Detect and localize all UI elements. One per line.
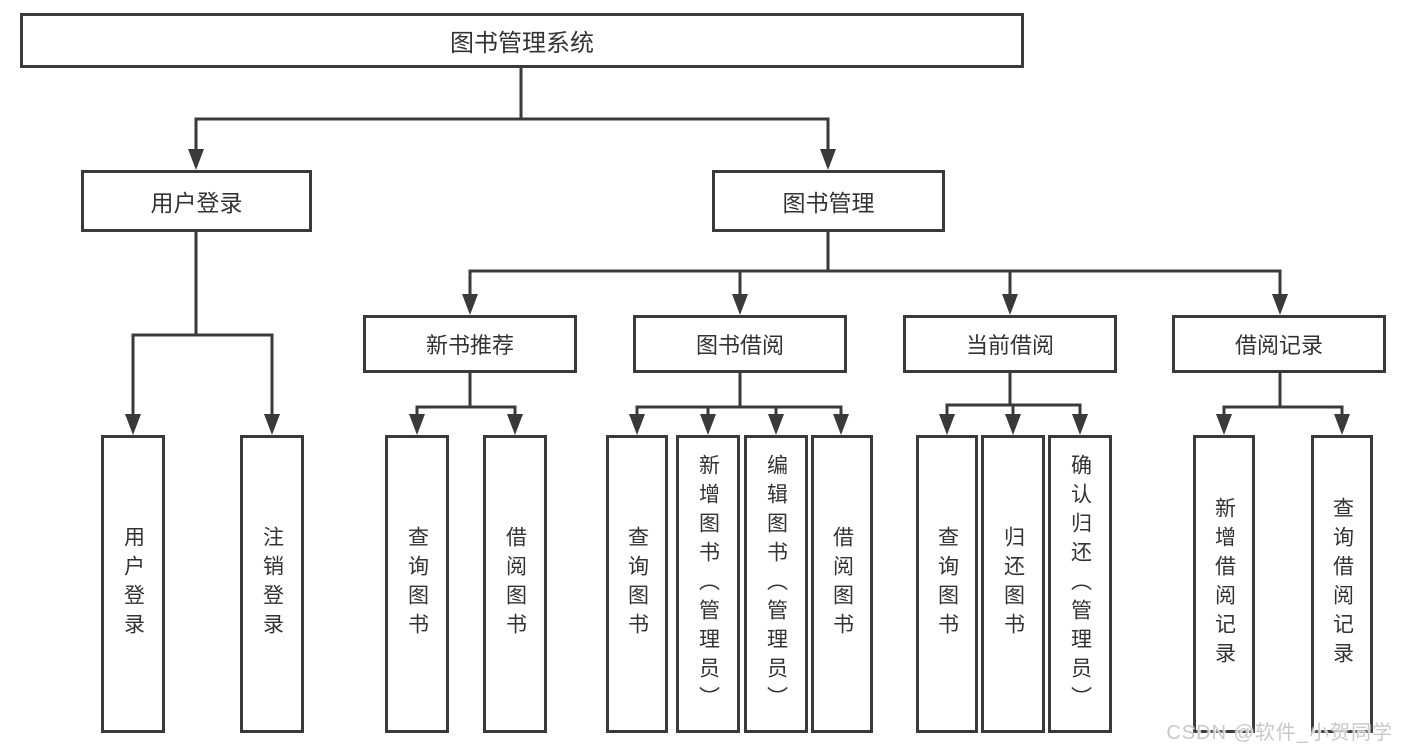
connector-path: [415, 371, 517, 418]
leaf-query-books-3: 查询图书: [916, 435, 978, 733]
connector-path: [1222, 371, 1344, 418]
node-label: 图书管理系统: [450, 30, 594, 57]
arrow-down-icon: [1272, 294, 1288, 315]
arrow-down-icon: [1334, 414, 1350, 435]
leaf-return-books: 归还图书: [981, 435, 1045, 733]
leaf-add-books-admin: 新增图书（管理员）: [676, 435, 740, 733]
arrow-down-icon: [188, 149, 204, 170]
node-label: 借阅图书: [830, 526, 854, 642]
connector-path: [468, 230, 1282, 299]
arrow-down-icon: [1072, 414, 1088, 435]
node-label: 注销登录: [260, 526, 284, 642]
arrow-down-icon: [409, 414, 425, 435]
node-label: 用户登录: [150, 190, 243, 216]
arrow-down-icon: [700, 414, 716, 435]
arrow-down-icon: [264, 414, 280, 435]
node-label: 查询图书: [935, 526, 959, 642]
node-book-management: 图书管理: [712, 170, 945, 232]
arrow-down-icon: [629, 414, 645, 435]
arrow-down-icon: [462, 294, 478, 315]
arrow-down-icon: [833, 414, 849, 435]
node-label: 借阅图书: [503, 526, 527, 642]
arrow-down-icon: [125, 414, 141, 435]
node-current-borrow: 当前借阅: [903, 315, 1117, 373]
leaf-user-login: 用户登录: [101, 435, 165, 733]
arrow-down-icon: [1005, 414, 1021, 435]
node-borrow-record: 借阅记录: [1172, 315, 1386, 373]
connector-path: [131, 230, 274, 418]
node-label: 查询图书: [405, 526, 429, 642]
node-label: 图书管理: [782, 190, 875, 216]
leaf-query-borrow-record: 查询借阅记录: [1311, 435, 1373, 733]
arrow-down-icon: [939, 414, 955, 435]
leaf-query-books-1: 查询图书: [385, 435, 449, 733]
arrow-down-icon: [507, 414, 523, 435]
node-label: 确认归还（管理员）: [1068, 453, 1092, 715]
connector-path: [194, 66, 830, 154]
leaf-logout: 注销登录: [240, 435, 304, 733]
connector-path: [945, 371, 1082, 418]
node-label: 查询图书: [625, 526, 649, 642]
node-user-login: 用户登录: [81, 170, 312, 232]
leaf-borrow-books-1: 借阅图书: [483, 435, 547, 733]
node-label: 新增图书（管理员）: [696, 453, 720, 715]
node-label: 编辑图书（管理员）: [764, 453, 788, 715]
leaf-edit-books-admin: 编辑图书（管理员）: [744, 435, 808, 733]
node-book-borrow: 图书借阅: [633, 315, 847, 373]
arrow-down-icon: [1216, 414, 1232, 435]
arrow-down-icon: [820, 149, 836, 170]
connector-path: [635, 371, 843, 418]
leaf-borrow-books-2: 借阅图书: [811, 435, 873, 733]
node-label: 新增借阅记录: [1212, 497, 1236, 671]
arrow-down-icon: [768, 414, 784, 435]
csdn-watermark: CSDN @软件_小贺同学: [1166, 722, 1393, 744]
node-label: 当前借阅: [965, 333, 1054, 358]
node-label: 图书借阅: [695, 333, 784, 358]
arrow-down-icon: [732, 294, 748, 315]
leaf-add-borrow-record: 新增借阅记录: [1193, 435, 1255, 733]
node-label: 归还图书: [1001, 526, 1025, 642]
node-library-management-system: 图书管理系统: [20, 13, 1024, 68]
node-label: 查询借阅记录: [1330, 497, 1354, 671]
node-label: 借阅记录: [1234, 333, 1323, 358]
arrow-down-icon: [1002, 294, 1018, 315]
leaf-confirm-return-admin: 确认归还（管理员）: [1048, 435, 1112, 733]
leaf-query-books-2: 查询图书: [606, 435, 668, 733]
node-new-book-recommend: 新书推荐: [363, 315, 577, 373]
node-label: 新书推荐: [425, 333, 514, 358]
node-label: 用户登录: [121, 526, 145, 642]
